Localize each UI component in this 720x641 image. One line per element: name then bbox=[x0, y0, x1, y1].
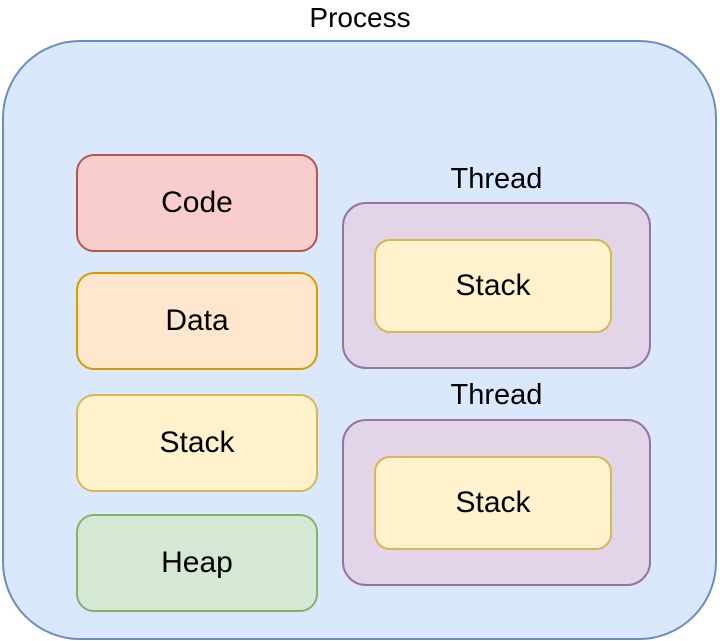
thread-2-label: Thread bbox=[450, 379, 543, 411]
thread-1-stack-box: Stack bbox=[374, 239, 612, 333]
heap-box: Heap bbox=[76, 514, 318, 612]
data-box: Data bbox=[76, 272, 318, 370]
code-box: Code bbox=[76, 154, 318, 252]
process-stack-box: Stack bbox=[76, 394, 318, 492]
process-stack-label: Stack bbox=[159, 426, 235, 459]
thread-1-label: Thread bbox=[450, 163, 543, 195]
thread-2-stack-box: Stack bbox=[374, 456, 612, 550]
thread-1-container: Stack bbox=[342, 202, 651, 369]
process-title: Process bbox=[309, 2, 411, 33]
data-label: Data bbox=[165, 304, 229, 337]
heap-label: Heap bbox=[161, 546, 233, 579]
thread-1-stack-label: Stack bbox=[455, 269, 531, 302]
process-container: Code Data Stack Heap Thread Stack Thread… bbox=[2, 40, 717, 640]
code-label: Code bbox=[161, 186, 233, 219]
thread-2-stack-label: Stack bbox=[455, 486, 531, 519]
thread-2-container: Stack bbox=[342, 419, 651, 586]
